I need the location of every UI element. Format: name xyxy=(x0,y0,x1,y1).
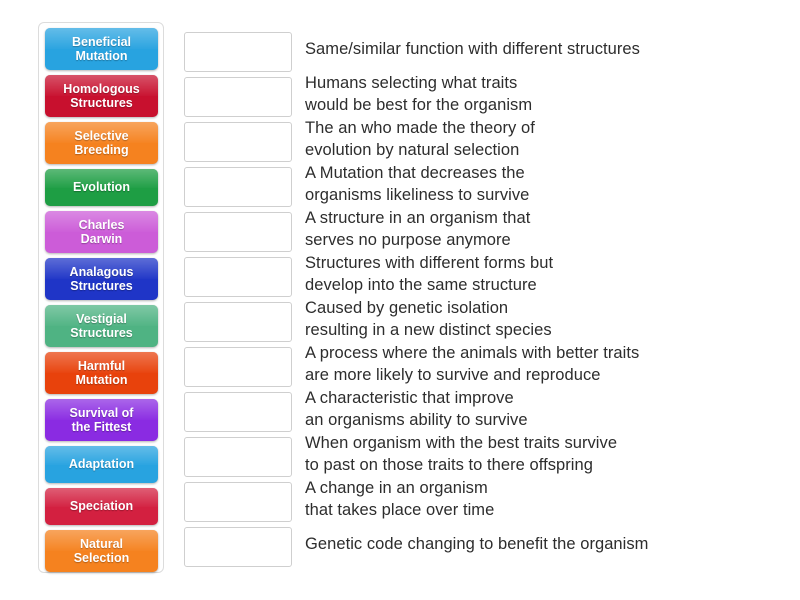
definition-text: Humans selecting what traits would be be… xyxy=(305,74,533,114)
term-tile[interactable]: Adaptation xyxy=(45,446,158,483)
answer-row: Humans selecting what traits would be be… xyxy=(184,71,784,117)
answer-drop-box[interactable] xyxy=(184,212,292,252)
definition-text: Caused by genetic isolation resulting in… xyxy=(305,299,552,339)
answer-drop-box[interactable] xyxy=(184,77,292,117)
answer-drop-box[interactable] xyxy=(184,347,292,387)
answer-row: Same/similar function with different str… xyxy=(184,26,784,72)
term-tile-label: Analagous Structures xyxy=(69,264,134,294)
term-tile[interactable]: Speciation xyxy=(45,488,158,525)
term-tile[interactable]: Selective Breeding xyxy=(45,122,158,164)
answer-drop-box[interactable] xyxy=(184,167,292,207)
answer-row: A change in an organism that takes place… xyxy=(184,476,784,522)
answer-row: A characteristic that improve an organis… xyxy=(184,386,784,432)
answer-drop-box[interactable] xyxy=(184,257,292,297)
answers-panel: Same/similar function with different str… xyxy=(184,26,784,567)
answer-drop-box[interactable] xyxy=(184,527,292,567)
term-tile[interactable]: Harmful Mutation xyxy=(45,352,158,394)
definition-text: The an who made the theory of evolution … xyxy=(305,119,535,159)
answer-drop-box[interactable] xyxy=(184,302,292,342)
definition-text: Structures with different forms but deve… xyxy=(305,254,554,294)
definition-text: A process where the animals with better … xyxy=(305,344,640,384)
answer-row: Caused by genetic isolation resulting in… xyxy=(184,296,784,342)
answer-row: A process where the animals with better … xyxy=(184,341,784,387)
answer-drop-box[interactable] xyxy=(184,482,292,522)
answer-drop-box[interactable] xyxy=(184,437,292,477)
answer-row: Structures with different forms but deve… xyxy=(184,251,784,297)
definition-text: A characteristic that improve an organis… xyxy=(305,389,528,429)
term-tile-label: Vestigial Structures xyxy=(70,311,133,341)
term-tile[interactable]: Beneficial Mutation xyxy=(45,28,158,70)
definition-text: A structure in an organism that serves n… xyxy=(305,209,531,249)
definition-text: A change in an organism that takes place… xyxy=(305,479,495,519)
term-tile[interactable]: Charles Darwin xyxy=(45,211,158,253)
term-tile[interactable]: Survival of the Fittest xyxy=(45,399,158,441)
answer-drop-box[interactable] xyxy=(184,32,292,72)
answer-drop-box[interactable] xyxy=(184,392,292,432)
answer-row: When organism with the best traits survi… xyxy=(184,431,784,477)
term-tile[interactable]: Evolution xyxy=(45,169,158,206)
term-tile-label: Speciation xyxy=(69,499,134,514)
definition-text: Same/similar function with different str… xyxy=(305,40,640,58)
term-tile-label: Natural Selection xyxy=(73,536,130,566)
definition-text: Genetic code changing to benefit the org… xyxy=(305,535,649,553)
term-tile[interactable]: Natural Selection xyxy=(45,530,158,572)
term-tile-label: Survival of the Fittest xyxy=(69,405,134,435)
term-tile-label: Adaptation xyxy=(68,457,135,472)
answer-row: Genetic code changing to benefit the org… xyxy=(184,521,784,567)
answer-row: A structure in an organism that serves n… xyxy=(184,206,784,252)
term-tile-label: Evolution xyxy=(73,180,130,195)
term-tile[interactable]: Homologous Structures xyxy=(45,75,158,117)
term-tile[interactable]: Vestigial Structures xyxy=(45,305,158,347)
term-tile-label: Harmful Mutation xyxy=(75,358,128,388)
answer-drop-box[interactable] xyxy=(184,122,292,162)
answer-row: A Mutation that decreases the organisms … xyxy=(184,161,784,207)
definition-text: A Mutation that decreases the organisms … xyxy=(305,164,530,204)
answer-row: The an who made the theory of evolution … xyxy=(184,116,784,162)
definition-text: When organism with the best traits survi… xyxy=(305,434,618,474)
term-tile-label: Homologous Structures xyxy=(63,81,140,111)
term-tile-label: Selective Breeding xyxy=(74,128,129,158)
term-tile-label: Charles Darwin xyxy=(78,217,125,247)
term-tile[interactable]: Analagous Structures xyxy=(45,258,158,300)
term-tile-label: Beneficial Mutation xyxy=(71,34,132,64)
